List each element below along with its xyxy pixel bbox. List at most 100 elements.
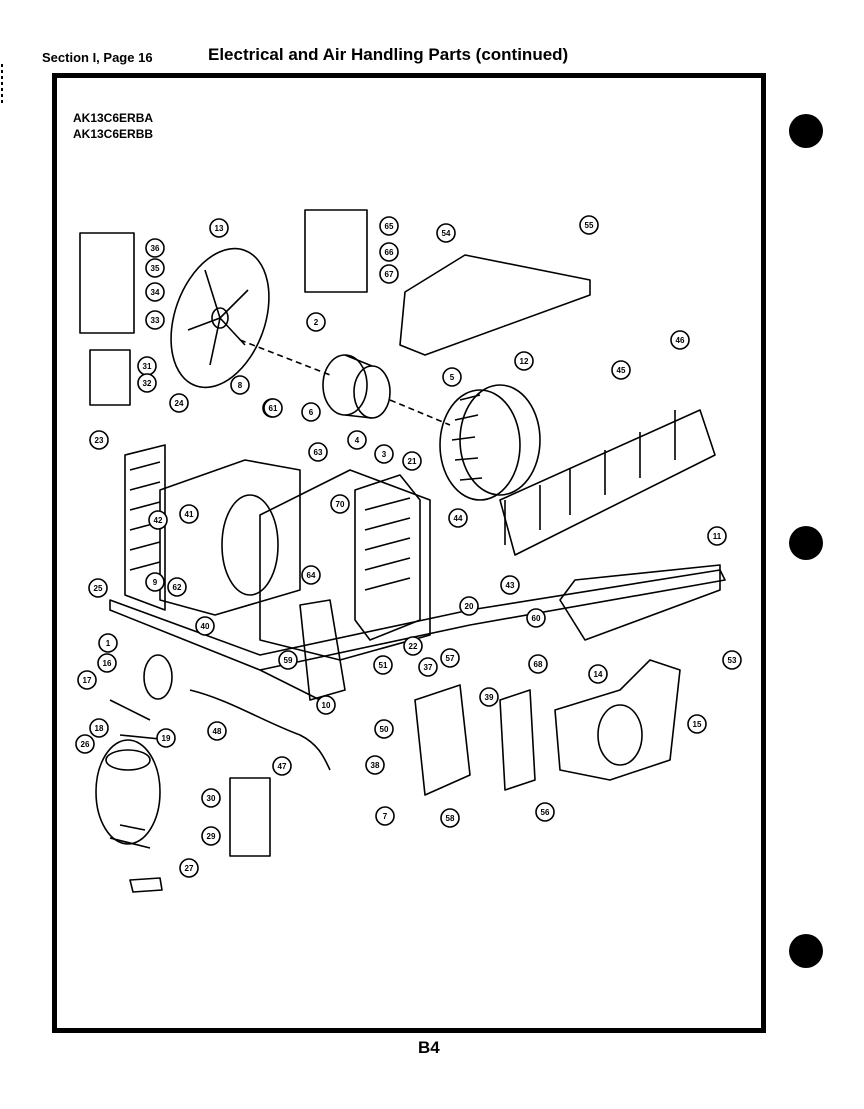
svg-text:59: 59 xyxy=(284,656,293,665)
condenser-coil-icon xyxy=(124,444,166,611)
wiring-harness xyxy=(189,689,331,771)
svg-text:67: 67 xyxy=(385,270,394,279)
svg-text:64: 64 xyxy=(307,571,316,580)
callout: 2 xyxy=(306,312,326,332)
callout: 38 xyxy=(365,755,385,775)
callout: 24 xyxy=(169,393,189,413)
inset-box-bracket xyxy=(304,209,368,293)
inset-box-clip xyxy=(89,349,131,406)
svg-text:4: 4 xyxy=(355,436,360,445)
callout: 61 xyxy=(263,398,283,418)
callout: 8 xyxy=(230,375,250,395)
callout: 18 xyxy=(89,718,109,738)
callout: 34 xyxy=(145,282,165,302)
callout: 60 xyxy=(526,608,546,628)
inset-box-hardware xyxy=(79,232,135,334)
svg-text:20: 20 xyxy=(465,602,474,611)
callout: 46 xyxy=(670,330,690,350)
callout: 67 xyxy=(379,264,399,284)
svg-text:33: 33 xyxy=(151,316,160,325)
callout: 17 xyxy=(77,670,97,690)
callout: 65 xyxy=(379,216,399,236)
svg-text:58: 58 xyxy=(446,814,455,823)
callout: 37 xyxy=(418,657,438,677)
model-list: AK13C6ERBA AK13C6ERBB xyxy=(73,110,153,142)
svg-text:27: 27 xyxy=(185,864,194,873)
svg-text:56: 56 xyxy=(541,808,550,817)
callout: 68 xyxy=(528,654,548,674)
svg-text:60: 60 xyxy=(532,614,541,623)
svg-text:55: 55 xyxy=(585,221,594,230)
svg-text:46: 46 xyxy=(676,336,685,345)
callout: 41 xyxy=(179,504,199,524)
svg-text:61: 61 xyxy=(269,404,278,413)
callout-labels: 1 2 3 4 5 6 7 8 9 10 11 12 13 14 15 16 1… xyxy=(75,215,742,878)
svg-text:10: 10 xyxy=(322,701,331,710)
page-title: Electrical and Air Handling Parts (conti… xyxy=(208,45,569,64)
callout: 66 xyxy=(379,242,399,262)
callout: 20 xyxy=(459,596,479,616)
svg-text:17: 17 xyxy=(83,676,92,685)
model-number: AK13C6ERBA xyxy=(73,111,154,125)
svg-text:8: 8 xyxy=(238,381,243,390)
fan-motor-icon xyxy=(239,339,451,426)
callout: 31 xyxy=(137,356,157,376)
callout: 59 xyxy=(278,650,298,670)
callout: 25 xyxy=(88,578,108,598)
svg-text:70: 70 xyxy=(336,500,345,509)
svg-text:36: 36 xyxy=(151,244,160,253)
callout: 4 xyxy=(347,430,367,450)
svg-text:54: 54 xyxy=(442,229,451,238)
callout: 54 xyxy=(436,223,456,243)
model-number: AK13C6ERBB xyxy=(73,127,154,141)
svg-text:25: 25 xyxy=(94,584,103,593)
base-pan xyxy=(109,569,726,671)
svg-text:53: 53 xyxy=(728,656,737,665)
svg-text:39: 39 xyxy=(485,693,494,702)
callout: 22 xyxy=(403,636,423,656)
svg-text:41: 41 xyxy=(185,510,194,519)
callout: 10 xyxy=(316,695,336,715)
binding-edge-mark xyxy=(0,62,8,108)
svg-text:34: 34 xyxy=(151,288,160,297)
callout: 39 xyxy=(479,687,499,707)
callout: 11 xyxy=(707,526,727,546)
bracket-panel xyxy=(299,599,346,701)
svg-text:21: 21 xyxy=(408,457,417,466)
binder-hole-icon xyxy=(789,114,823,148)
callout: 47 xyxy=(272,756,292,776)
svg-text:16: 16 xyxy=(103,659,112,668)
binder-hole-icon xyxy=(789,934,823,968)
callout: 5 xyxy=(442,367,462,387)
svg-text:66: 66 xyxy=(385,248,394,257)
svg-text:43: 43 xyxy=(506,581,515,590)
svg-text:15: 15 xyxy=(693,720,702,729)
callout: 64 xyxy=(301,565,321,585)
callout: 62 xyxy=(167,577,187,597)
capacitor-icon xyxy=(143,654,173,700)
callout: 6 xyxy=(301,402,321,422)
callout: 1 xyxy=(98,633,118,653)
svg-text:50: 50 xyxy=(380,725,389,734)
blower-wheel-icon xyxy=(439,384,541,501)
svg-text:40: 40 xyxy=(201,622,210,631)
callout: 14 xyxy=(588,664,608,684)
svg-text:5: 5 xyxy=(450,373,455,382)
callout: 53 xyxy=(722,650,742,670)
svg-text:3: 3 xyxy=(382,450,387,459)
callout: 27 xyxy=(179,858,199,878)
svg-text:2: 2 xyxy=(314,318,319,327)
svg-text:47: 47 xyxy=(278,762,287,771)
callout: 44 xyxy=(448,508,468,528)
svg-text:32: 32 xyxy=(143,379,152,388)
svg-text:23: 23 xyxy=(95,436,104,445)
callout: 43 xyxy=(500,575,520,595)
callout: 15 xyxy=(687,714,707,734)
diagram-frame xyxy=(52,73,766,1033)
callout: 55 xyxy=(579,215,599,235)
callout: 63 xyxy=(308,442,328,462)
svg-text:51: 51 xyxy=(379,661,388,670)
callout: 32 xyxy=(137,373,157,393)
callout: 45 xyxy=(611,360,631,380)
